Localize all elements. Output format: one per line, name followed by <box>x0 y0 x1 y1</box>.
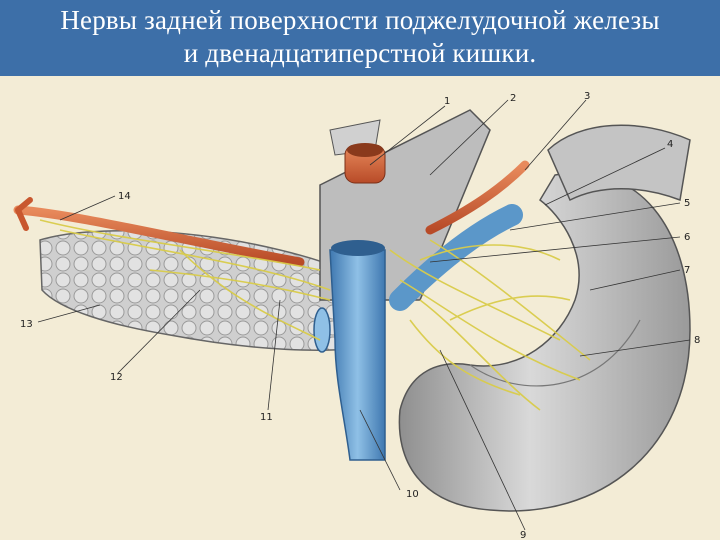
duodenum-top-segment <box>547 124 691 202</box>
label-3: 3 <box>584 91 590 102</box>
callout-lines <box>37 99 691 531</box>
aorta-lumen <box>347 143 383 157</box>
label-14: 14 <box>118 191 131 202</box>
superior-mesenteric-vein <box>329 249 386 461</box>
title-banner: Нервы задней поверхности поджелудочной ж… <box>0 0 720 76</box>
label-12: 12 <box>110 372 123 383</box>
duodenum <box>398 172 691 512</box>
splenic-artery-branch <box>15 197 33 231</box>
label-9: 9 <box>520 530 526 540</box>
label-4: 4 <box>667 139 673 150</box>
label-8: 8 <box>694 335 700 346</box>
label-11: 11 <box>260 412 273 423</box>
title-line-1: Нервы задней поверхности поджелудочной ж… <box>60 5 660 35</box>
vein-lumen <box>331 240 385 256</box>
title-line-2: и двенадцатиперстной кишки. <box>183 38 537 68</box>
duodenum-inner-fold <box>469 319 641 387</box>
hepatic-artery <box>425 160 530 235</box>
vein-side-opening <box>313 307 331 353</box>
label-7: 7 <box>684 265 690 276</box>
label-10: 10 <box>406 489 419 500</box>
label-5: 5 <box>684 198 690 209</box>
label-2: 2 <box>510 93 516 104</box>
label-13: 13 <box>20 319 33 330</box>
splenic-artery <box>13 205 305 267</box>
label-6: 6 <box>684 232 690 243</box>
anatomical-illustration: 1 2 3 4 5 6 7 8 9 10 11 12 13 14 <box>13 91 700 540</box>
label-1: 1 <box>444 96 450 107</box>
nerve-plexus <box>39 219 591 411</box>
